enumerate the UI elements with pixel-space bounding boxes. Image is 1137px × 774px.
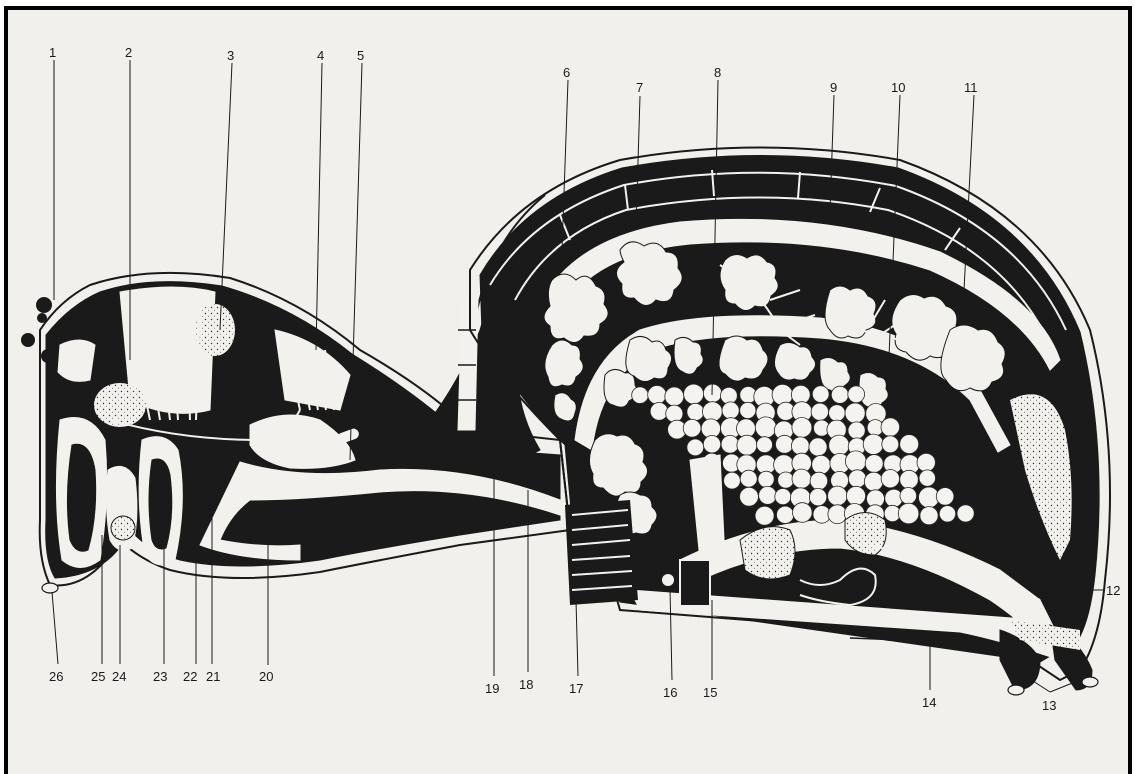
egg-cell <box>828 505 847 524</box>
egg-cell <box>939 506 955 522</box>
egg-cell <box>917 453 935 471</box>
label-11: 11 <box>964 80 978 95</box>
label-20: 20 <box>259 669 273 684</box>
label-23: 23 <box>153 669 167 684</box>
egg-cell <box>792 418 812 438</box>
label-19: 19 <box>485 681 499 696</box>
egg-cell <box>791 385 810 404</box>
egg-cell <box>722 402 739 419</box>
egg-cell <box>829 435 850 456</box>
label-4: 4 <box>317 48 324 63</box>
label-2: 2 <box>125 45 132 60</box>
egg-cell <box>846 486 865 505</box>
egg-cell <box>740 487 759 506</box>
egg-cell <box>703 436 720 453</box>
label-26: 26 <box>49 669 63 684</box>
egg-cell <box>687 403 704 420</box>
egg-cell <box>863 434 883 454</box>
egg-cell <box>791 437 809 455</box>
egg-cell <box>666 405 683 422</box>
egg-cell <box>777 506 794 523</box>
label-16: 16 <box>663 685 677 700</box>
egg-cell <box>848 386 865 403</box>
egg-cell <box>740 470 757 487</box>
egg-cell <box>703 402 723 422</box>
egg-cell <box>936 488 954 506</box>
egg-cell <box>831 386 848 403</box>
egg-cell <box>864 472 883 491</box>
egg-cell <box>845 403 865 423</box>
egg-cell <box>650 403 668 421</box>
egg-cell <box>648 386 667 405</box>
label-12: 12 <box>1106 583 1120 598</box>
egg-cell <box>684 384 704 404</box>
egg-cell <box>809 438 827 456</box>
egg-cell <box>848 422 865 439</box>
egg-cell <box>772 384 793 405</box>
egg-cell <box>829 405 846 422</box>
label-6: 6 <box>563 65 570 80</box>
egg-cell <box>900 470 919 489</box>
egg-cell <box>632 387 649 404</box>
label-7: 7 <box>636 80 643 95</box>
label-8: 8 <box>714 65 721 80</box>
egg-cell <box>881 470 899 488</box>
egg-cell <box>776 435 794 453</box>
egg-cell <box>809 488 826 505</box>
label-1: 1 <box>49 45 56 60</box>
egg-cell <box>919 470 935 486</box>
label-13: 13 <box>1042 698 1056 713</box>
egg-cell <box>900 488 917 505</box>
egg-cell <box>755 506 774 525</box>
egg-cell <box>724 472 741 489</box>
egg-cell <box>757 437 773 453</box>
egg-cell <box>882 436 899 453</box>
egg-cell <box>740 402 756 418</box>
label-18: 18 <box>519 677 533 692</box>
label-15: 15 <box>703 685 717 700</box>
egg-cell <box>920 507 938 525</box>
label-21: 21 <box>206 669 220 684</box>
egg-cell <box>721 387 738 404</box>
label-22: 22 <box>183 669 197 684</box>
egg-cell <box>828 486 848 506</box>
egg-cell <box>812 386 829 403</box>
egg-cell <box>900 435 919 454</box>
egg-cell <box>778 472 794 488</box>
label-17: 17 <box>569 681 583 696</box>
egg-cell <box>683 419 701 437</box>
label-14: 14 <box>922 695 936 710</box>
egg-cell <box>812 455 831 474</box>
egg-cell <box>775 489 791 505</box>
egg-cell <box>721 435 739 453</box>
egg-cell <box>792 469 811 488</box>
label-9: 9 <box>830 80 837 95</box>
egg-cell <box>881 418 900 437</box>
egg-cell <box>811 403 828 420</box>
label-3: 3 <box>227 48 234 63</box>
kidney-coil <box>565 500 638 605</box>
label-25: 25 <box>91 669 105 684</box>
egg-cell <box>737 435 757 455</box>
egg-cell <box>665 387 684 406</box>
egg-cell <box>758 471 774 487</box>
egg-cell <box>755 417 776 438</box>
egg-cell <box>865 455 883 473</box>
egg-cell <box>957 505 974 522</box>
label-5: 5 <box>357 48 364 63</box>
egg-cell <box>848 470 866 488</box>
egg-cell <box>810 472 828 490</box>
egg-cell <box>898 503 919 524</box>
egg-cell <box>845 451 866 472</box>
egg-cell <box>687 439 704 456</box>
label-24: 24 <box>112 669 126 684</box>
egg-cell <box>759 486 777 504</box>
egg-cell <box>793 503 813 523</box>
label-10: 10 <box>891 80 905 95</box>
